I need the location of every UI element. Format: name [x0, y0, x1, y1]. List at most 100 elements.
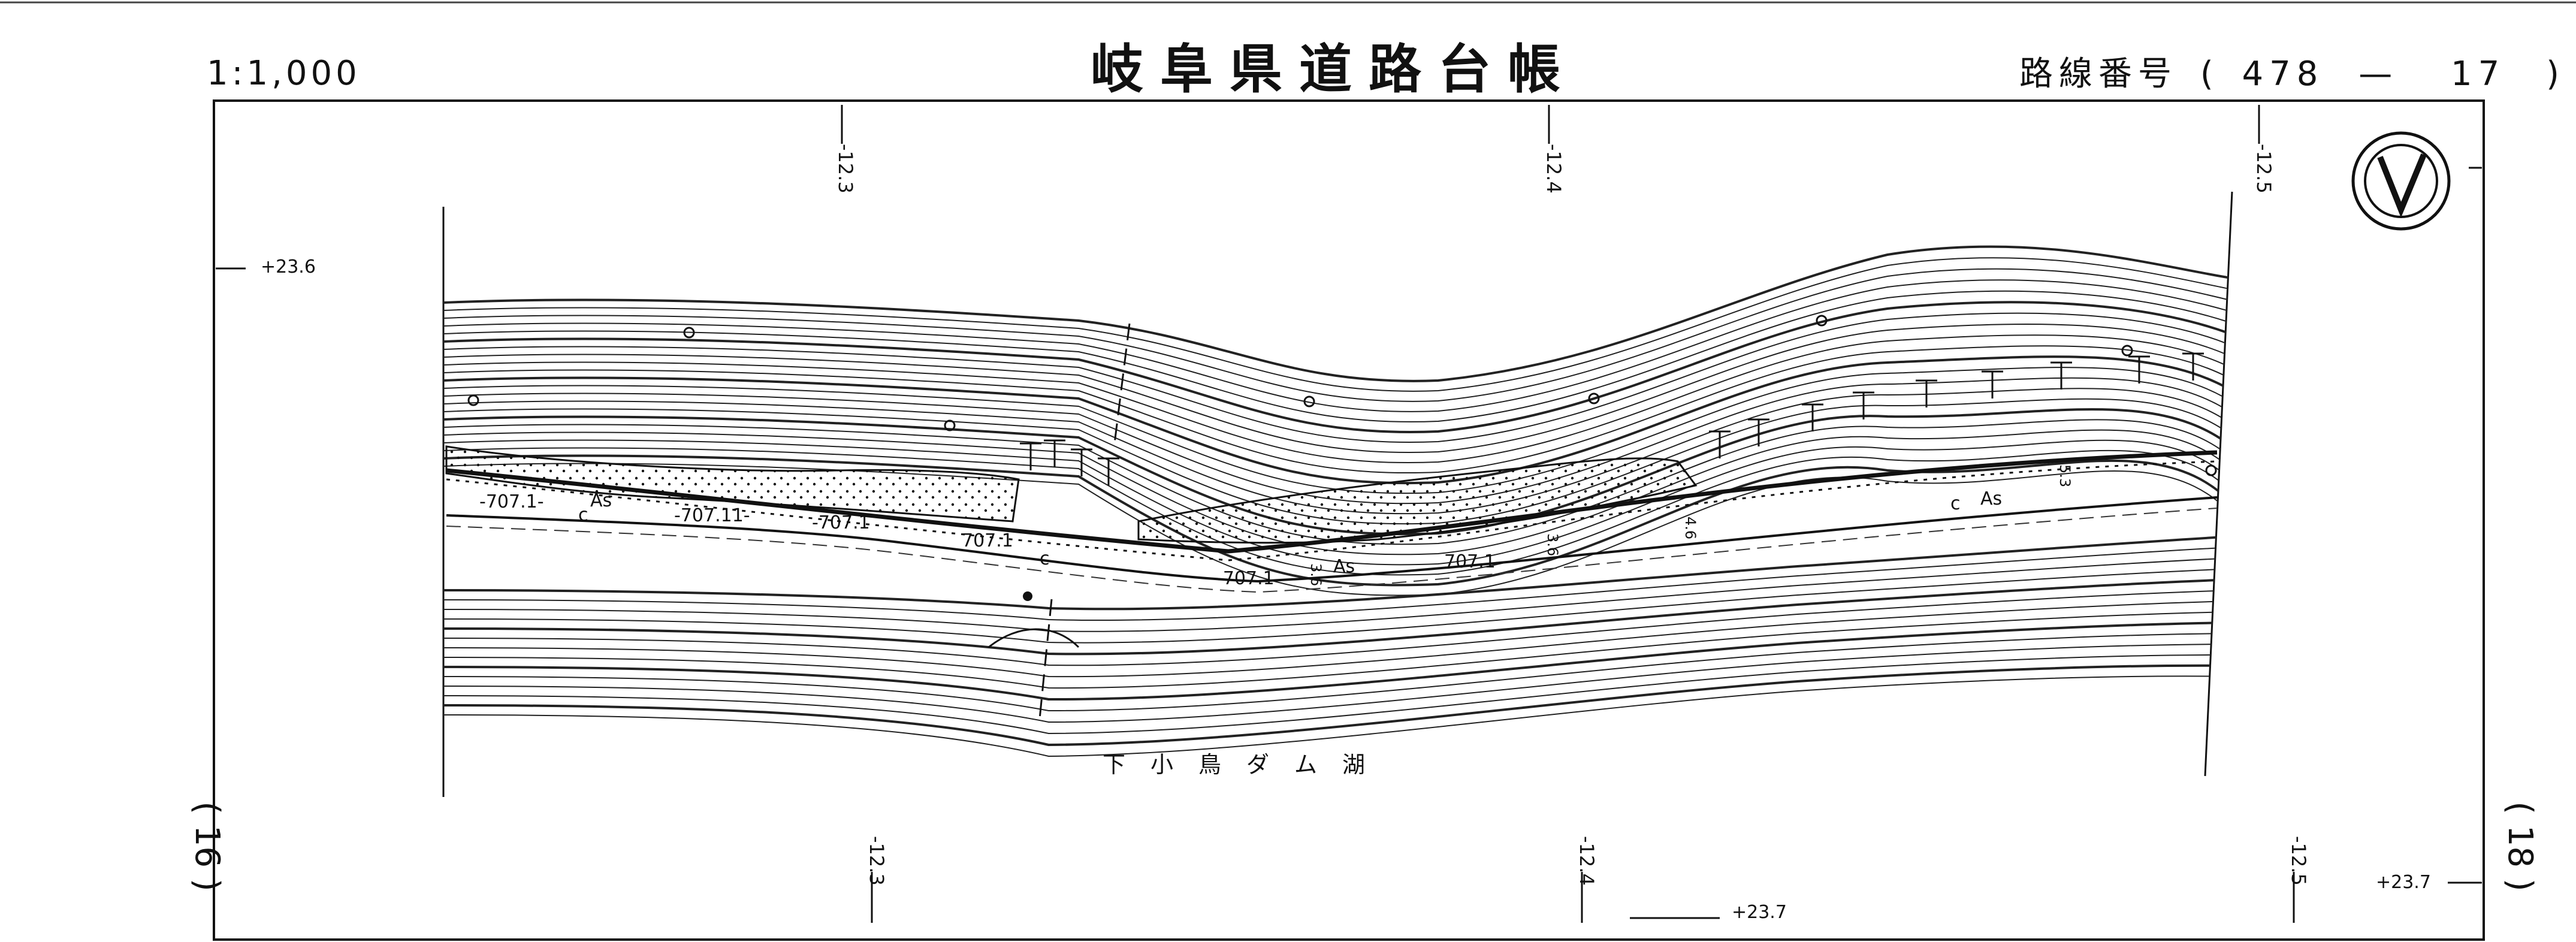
grid-label-top-3: -12.5 — [2252, 144, 2275, 194]
map-title: 岐阜県道路台帳 — [1091, 38, 1578, 100]
slope-tick — [1020, 442, 1041, 470]
drain-line — [1113, 323, 1131, 444]
slope-tick — [1709, 430, 1731, 458]
lake-contour-line — [443, 654, 2232, 735]
road-surface-label: As — [590, 490, 612, 511]
route-prefix: 路線番号 — [2019, 55, 2178, 93]
elevation-label: 707.1- — [1444, 551, 1502, 572]
slope-tick — [1071, 448, 1092, 476]
benchmark-3 — [944, 419, 956, 431]
fill-slope-area-west — [445, 445, 1020, 523]
benchmark-6 — [1816, 315, 1828, 327]
contour-line — [443, 290, 2232, 422]
route-dash: — — [2358, 55, 2399, 93]
contour-line — [443, 268, 2232, 402]
lake-name-label: 下小鳥ダム湖 — [1103, 751, 1391, 778]
road-ditch-line — [446, 508, 2218, 593]
grid-label-bottom-2: -12.4 — [1575, 836, 1598, 886]
benchmark-4 — [1303, 395, 1315, 407]
contour-line — [443, 334, 2232, 464]
lake-contour-line — [443, 675, 2232, 757]
contour-line — [443, 439, 2232, 566]
contour-line — [443, 323, 2232, 453]
survey-point — [1023, 591, 1032, 601]
road-edge-north — [446, 450, 2218, 554]
grid-label-bottom-mid: +23.7 — [1732, 902, 1787, 923]
elevation-label: -707.1- — [479, 491, 544, 512]
elevation-label: -707.11- — [674, 505, 750, 526]
slope-tick — [1802, 403, 1823, 431]
slope-tick — [2050, 361, 2072, 390]
lake-contour-line — [443, 535, 2232, 611]
slope-tick — [1916, 379, 1937, 407]
fill-slope-area-east — [1137, 457, 1698, 544]
road-surface-label: As — [1333, 556, 1355, 577]
route-number: 478 — [2242, 55, 2324, 93]
lake-contour-line — [443, 611, 2232, 689]
contour-line — [443, 454, 2232, 587]
grid-label-right: +23.7 — [2376, 872, 2431, 893]
lake-contour-line — [443, 621, 2232, 701]
road-surface-label: As — [1980, 488, 2003, 509]
grid-label-bottom-1: -12.3 — [865, 836, 888, 886]
contour-line — [443, 429, 2232, 555]
contour-line — [443, 419, 2232, 545]
benchmark-7 — [2121, 345, 2133, 357]
grid-label-top-2: -12.4 — [1542, 144, 1565, 194]
road-edge-south — [446, 496, 2218, 583]
contour-line — [443, 312, 2232, 443]
map-scale: 1:1,000 — [207, 54, 361, 93]
road-guardrail — [446, 460, 2218, 561]
width-label: 3.6 — [1544, 533, 1561, 557]
width-label: 5.3 — [2056, 464, 2073, 488]
slope-tick — [2128, 355, 2150, 384]
lake-contour-line — [443, 633, 2232, 712]
lake-contour-line — [443, 578, 2232, 656]
grid-label-bottom-3: -12.5 — [2287, 836, 2310, 886]
slope-tick — [1853, 391, 1874, 419]
benchmark-1 — [683, 327, 695, 339]
route-number-label: 路線番号 ( 478 — 17 ) — [2019, 47, 2565, 95]
map-frame — [213, 99, 2485, 941]
culvert-line — [1038, 599, 1053, 720]
curb-mark: c — [1950, 493, 1961, 514]
slope-tick — [2182, 352, 2204, 381]
lake-contour-line — [443, 600, 2232, 678]
lake-contour-line — [443, 590, 2232, 666]
contour-line — [443, 257, 2232, 392]
lake-contour-line — [443, 547, 2232, 621]
lake-contour-line — [443, 644, 2232, 723]
grid-ticks — [216, 105, 2482, 923]
route-open-paren: ( — [2200, 55, 2219, 93]
contour-line — [443, 447, 2232, 576]
benchmark-2 — [467, 394, 479, 406]
lake-contour-line — [443, 568, 2232, 644]
benchmark-5 — [1588, 393, 1600, 404]
elevation-label: 707.1 — [962, 530, 1013, 551]
slope-tick — [1098, 457, 1119, 485]
north-arrow-icon — [2351, 131, 2451, 231]
benchmark-circles — [467, 315, 2217, 476]
curb-mark: c — [1040, 548, 1050, 569]
width-label: 4.6 — [1682, 517, 1699, 540]
lake-contour-line — [443, 557, 2232, 632]
route-close-paren: ) — [2546, 55, 2565, 93]
curb-mark: c — [578, 505, 588, 526]
contour-line — [443, 301, 2232, 433]
elevation-label: -707.1 — [812, 512, 870, 533]
match-line-right — [2204, 191, 2233, 777]
slope-tick — [1982, 370, 2003, 398]
lake-contours — [443, 535, 2232, 757]
contour-line — [443, 345, 2232, 474]
benchmark-8 — [2205, 464, 2217, 476]
slope-tick — [1044, 439, 1065, 467]
contour-line — [443, 279, 2232, 412]
culvert-bend — [988, 628, 1080, 648]
grid-label-left: +23.6 — [261, 256, 316, 277]
contour-line — [443, 245, 2232, 382]
slope-tick — [1748, 418, 1769, 446]
grid-label-top-1: -12.3 — [834, 144, 857, 194]
route-sheet-number: 17 — [2451, 55, 2506, 93]
adjacent-sheet-left: ( 16 ) — [187, 801, 227, 892]
